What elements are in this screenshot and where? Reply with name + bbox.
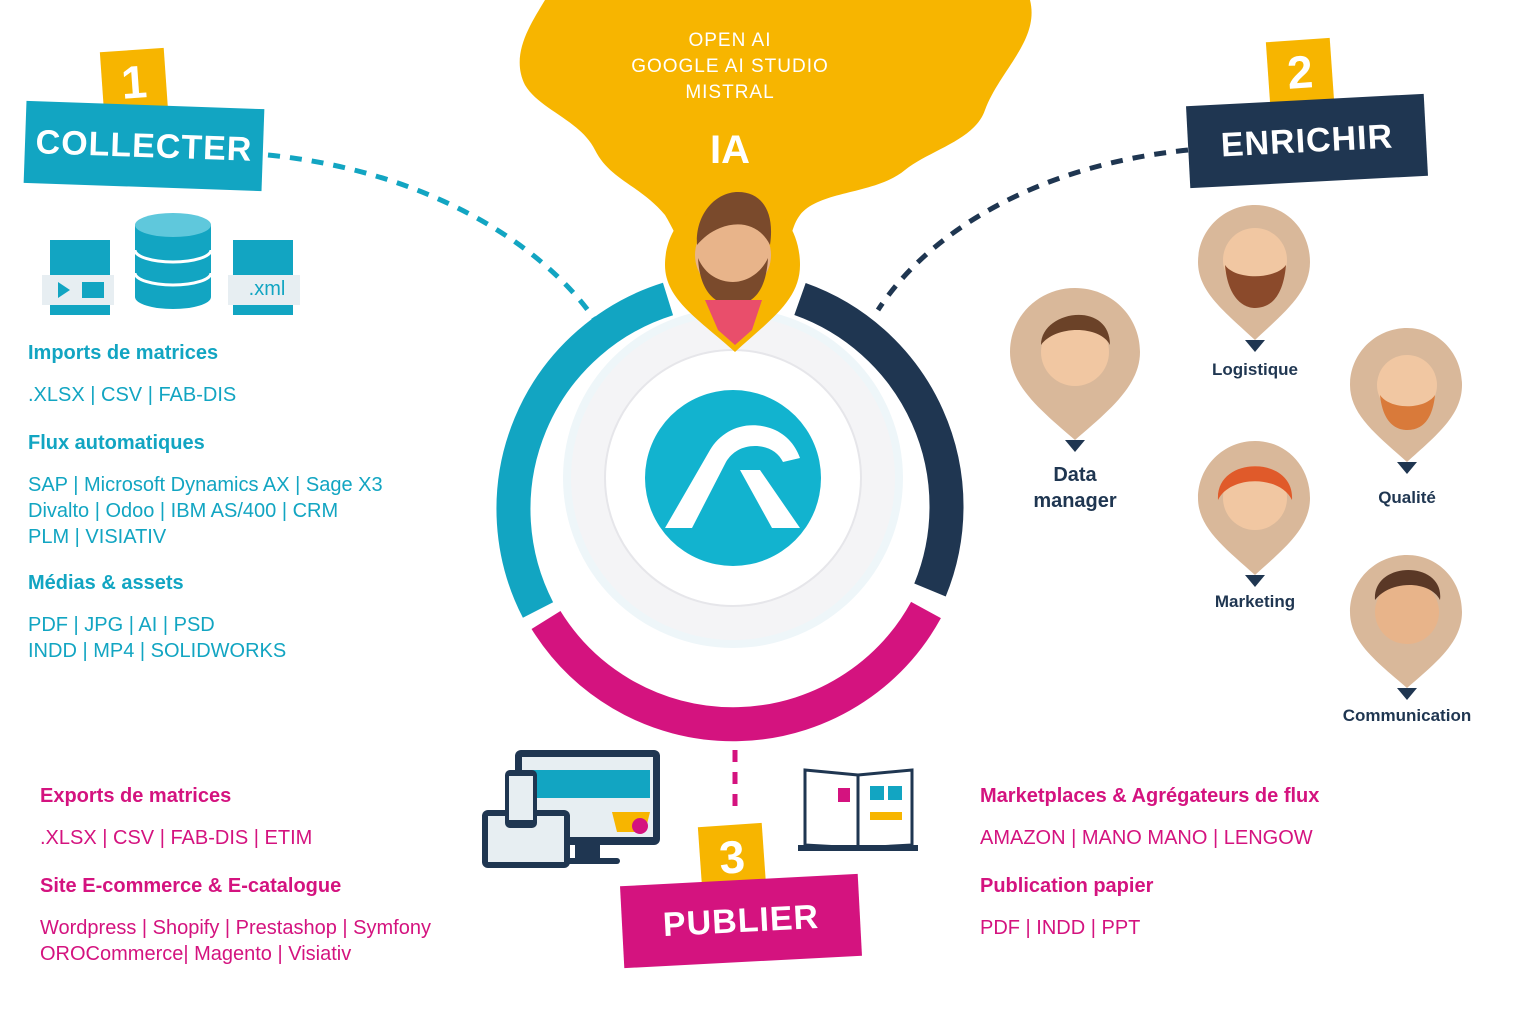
avatar-marketing — [1198, 441, 1310, 587]
logo-mark-icon — [665, 425, 800, 528]
ai-provider-3: MISTRAL — [685, 82, 775, 103]
connector-collect — [267, 152, 598, 322]
step2-enrich-banner: ENRICHIR — [1186, 93, 1428, 189]
xml-file-label: .xml — [248, 278, 286, 300]
ai-cloud — [519, 0, 1032, 340]
collect-flux-title: Flux automatiques — [28, 432, 205, 454]
ia-avatar-shirt — [705, 300, 762, 345]
avatar-logistique — [1198, 205, 1310, 352]
catalogue-book-icon — [798, 768, 918, 851]
publish-ecommerce-text: Wordpress | Shopify | Prestashop | Symfo… — [40, 917, 431, 965]
publish-paper-text: PDF | INDD | PPT — [980, 917, 1141, 939]
role-marketing: Marketing — [1214, 592, 1296, 611]
ring-pink — [531, 601, 941, 742]
publish-marketplaces-text: AMAZON | MANO MANO | LENGOW — [980, 827, 1313, 849]
avatar-data-manager — [1010, 288, 1140, 452]
devices-ecommerce-icon — [482, 750, 660, 868]
role-logistique: Logistique — [1212, 360, 1298, 379]
collect-flux-text: SAP | Microsoft Dynamics AX | Sage X3 Di… — [28, 474, 383, 548]
avatar-communication — [1350, 555, 1462, 700]
step1-collect-banner: COLLECTER — [23, 100, 265, 192]
collect-imports-text: .XLSX | CSV | FAB-DIS — [28, 384, 237, 406]
video-file-icon — [42, 240, 114, 315]
role-communication: Communication — [1342, 706, 1472, 725]
collect-medias-title: Médias & assets — [28, 572, 184, 594]
step2-number-badge: 2 — [1265, 37, 1335, 107]
ia-avatar-hair — [696, 192, 772, 245]
ring-navy — [794, 282, 964, 597]
ai-label: IA — [710, 128, 750, 172]
connector-enrich — [875, 147, 1189, 312]
step3-publish-banner: PUBLIER — [620, 873, 862, 969]
ai-provider-1: OPEN AI — [688, 30, 772, 51]
role-qualite: Qualité — [1378, 488, 1436, 507]
publish-marketplaces-title: Marketplaces & Agrégateurs de flux — [980, 785, 1320, 807]
database-icon — [133, 213, 213, 309]
avatar-qualite — [1350, 328, 1462, 474]
ai-provider-list: OPEN AI GOOGLE AI STUDIO MISTRAL — [590, 28, 870, 106]
publish-ecommerce-title: Site E-commerce & E-catalogue — [40, 875, 342, 897]
publish-exports-text: .XLSX | CSV | FAB-DIS | ETIM — [40, 827, 313, 849]
publish-exports-title: Exports de matrices — [40, 785, 232, 807]
collect-imports-title: Imports de matrices — [28, 342, 219, 364]
logo-disc — [645, 390, 821, 566]
ai-provider-2: GOOGLE AI STUDIO — [631, 56, 829, 77]
ia-avatar-face — [695, 217, 771, 293]
collect-medias-text: PDF | JPG | AI | PSD INDD | MP4 | SOLIDW… — [28, 614, 287, 662]
ring-teal — [496, 282, 674, 618]
role-data-manager: Data manager — [1033, 464, 1117, 512]
xml-file-icon — [228, 240, 300, 315]
publish-paper-title: Publication papier — [980, 875, 1154, 897]
ia-avatar-beard — [698, 258, 768, 305]
